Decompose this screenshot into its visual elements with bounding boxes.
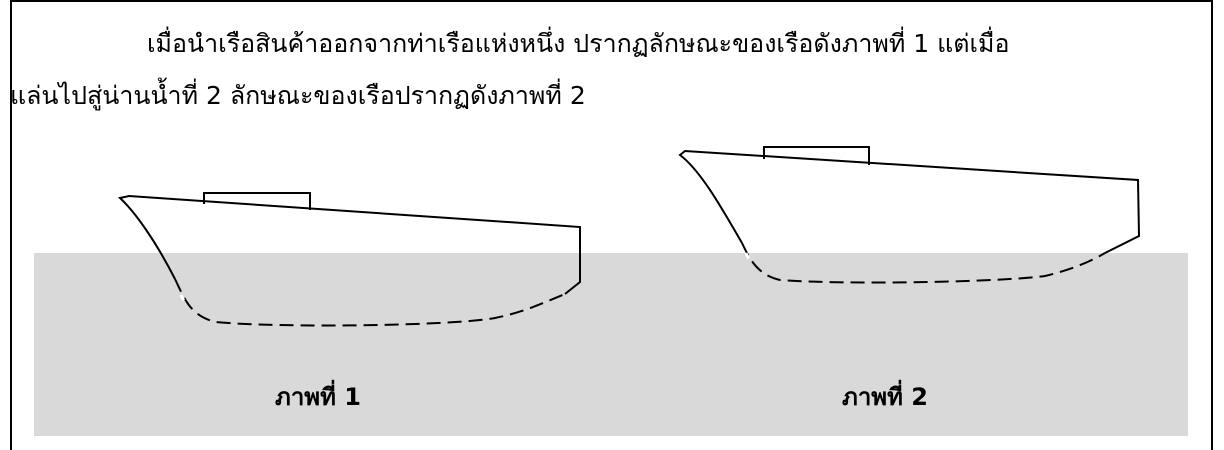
water-area <box>34 253 1188 436</box>
question-text: เมื่อนำเรือสินค้าออกจากท่าเรือแห่งหนึ่ง … <box>10 18 1200 122</box>
boat-1-white-glint <box>179 294 211 323</box>
frame-border-top <box>10 0 1213 2</box>
frame-border-right <box>1211 0 1213 450</box>
figure-2-caption: ภาพที่ 2 <box>842 383 928 411</box>
boat-1-hull-below <box>174 278 566 327</box>
boat-2-white-glint <box>744 252 771 279</box>
boat-1-cabin <box>203 192 311 210</box>
question-line-1: เมื่อนำเรือสินค้าออกจากท่าเรือแห่งหนึ่ง … <box>147 29 1010 58</box>
boat-2-hull-below <box>741 242 1106 284</box>
boat-2-cabin <box>763 146 870 165</box>
boat-2-illustration <box>678 146 1141 284</box>
figure-1-caption: ภาพที่ 1 <box>275 383 361 411</box>
question-line-2: แล่นไปสู่น่านน้ำที่ 2 ลักษณะของเรือปรากฏ… <box>10 81 586 110</box>
boat-2-hull-above <box>678 149 1141 254</box>
boat-1-illustration <box>117 192 581 327</box>
boat-1-hull-above <box>117 194 581 295</box>
frame-border-left <box>10 0 12 450</box>
